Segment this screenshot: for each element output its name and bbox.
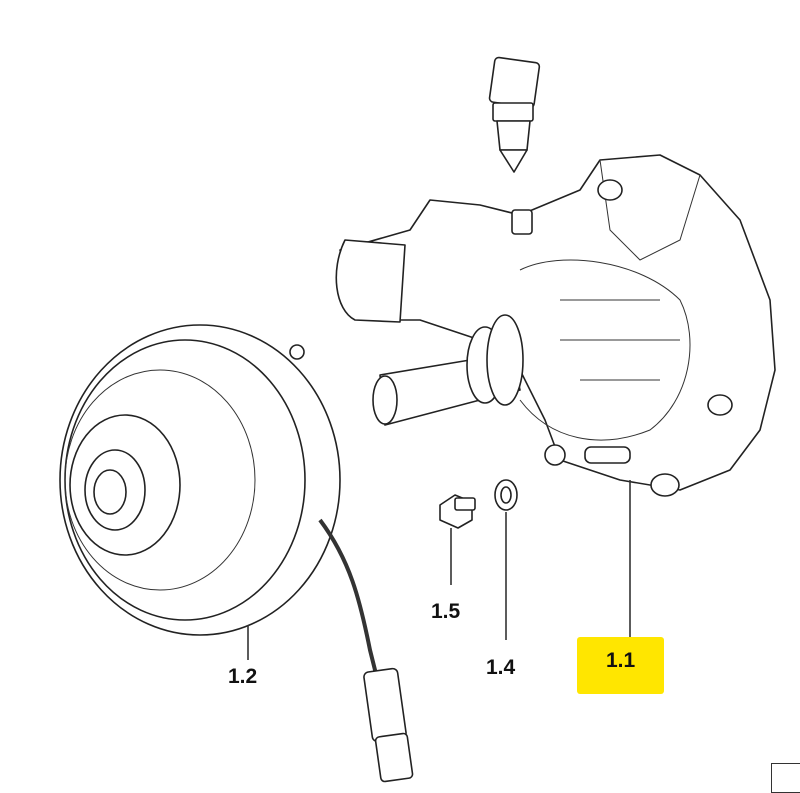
temperature-sensor [488, 56, 541, 173]
label-clutch: 1.2 [228, 665, 258, 688]
label-highlight [577, 637, 664, 694]
water-pump [335, 154, 776, 497]
corner-box [771, 763, 800, 793]
washer [494, 479, 518, 511]
clutch [59, 324, 414, 783]
label-washer: 1.4 [486, 656, 516, 679]
label-pump: 1.1 [606, 649, 636, 672]
label-bolt: 1.5 [431, 600, 461, 623]
bolt [439, 494, 476, 529]
